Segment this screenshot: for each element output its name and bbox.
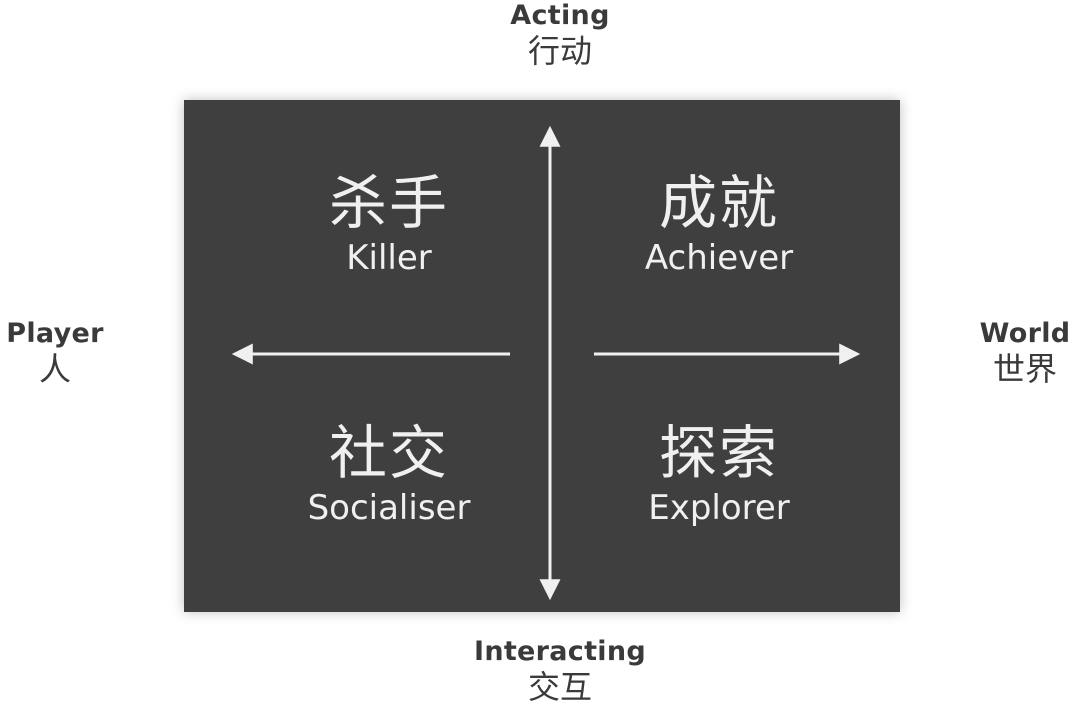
- axis-label-interacting-en: Interacting: [473, 636, 647, 667]
- axis-label-world-zh: 世界: [992, 350, 1057, 389]
- quadrant-killer-en: Killer: [346, 237, 432, 278]
- quadrant-explorer-en: Explorer: [648, 487, 790, 528]
- axis-label-player-en: Player: [6, 318, 104, 349]
- axis-label-player-zh: 人: [38, 350, 71, 389]
- axis-label-acting-en: Acting: [510, 0, 610, 31]
- quadrant-explorer: 探索 Explorer: [569, 419, 869, 529]
- axis-label-acting: Acting 行动: [480, 0, 640, 70]
- axis-label-interacting: Interacting 交互: [440, 636, 680, 706]
- quadrant-achiever-en: Achiever: [644, 237, 794, 278]
- axis-label-acting-zh: 行动: [527, 32, 592, 71]
- quadrant-explorer-zh: 探索: [658, 419, 779, 487]
- quadrant-socialiser-en: Socialiser: [307, 487, 471, 528]
- quadrant-killer: 杀手 Killer: [239, 169, 539, 279]
- quadrant-socialiser: 社交 Socialiser: [239, 419, 539, 529]
- axis-label-player: Player 人: [0, 318, 110, 388]
- quadrant-killer-zh: 杀手: [328, 169, 449, 237]
- axis-arrows: [231, 125, 861, 601]
- axis-label-interacting-zh: 交互: [527, 668, 592, 707]
- quadrant-achiever: 成就 Achiever: [569, 169, 869, 279]
- axis-label-world: World 世界: [970, 318, 1080, 388]
- quadrant-achiever-zh: 成就: [658, 169, 779, 237]
- quadrant-socialiser-zh: 社交: [328, 419, 449, 487]
- axis-label-world-en: World: [979, 318, 1071, 349]
- quadrant-panel: 杀手 Killer 成就 Achiever 社交 Socialiser 探索 E…: [184, 100, 900, 612]
